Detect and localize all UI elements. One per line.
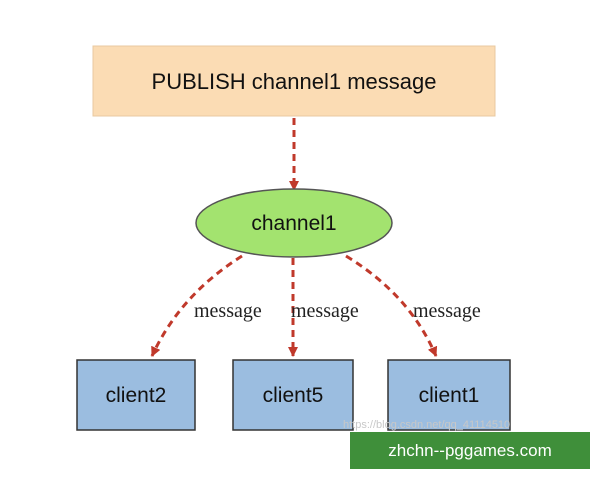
site-banner[interactable]: zhchn--pggames.com bbox=[350, 432, 590, 469]
client5-label: client5 bbox=[263, 384, 324, 407]
channel-to-client2-arrow bbox=[150, 254, 243, 357]
watermark-url: https://blog.csdn.net/qq_41114510 bbox=[343, 419, 510, 431]
client1-label: client1 bbox=[419, 384, 480, 407]
client1-node: client1 bbox=[387, 359, 511, 431]
client2-label: client2 bbox=[106, 384, 167, 407]
edge-label-client1: message bbox=[413, 300, 481, 322]
publish-node: PUBLISH channel1 message bbox=[92, 45, 496, 117]
publish-label: PUBLISH channel1 message bbox=[152, 69, 437, 94]
edge-label-client2: message bbox=[194, 300, 262, 322]
edge-label-client5: message bbox=[291, 300, 359, 322]
client2-node: client2 bbox=[76, 359, 196, 431]
channel-label: channel1 bbox=[251, 212, 336, 235]
channel-to-client1-arrow bbox=[345, 254, 438, 357]
client5-node: client5 bbox=[232, 359, 354, 431]
channel-node: channel1 bbox=[195, 188, 393, 258]
